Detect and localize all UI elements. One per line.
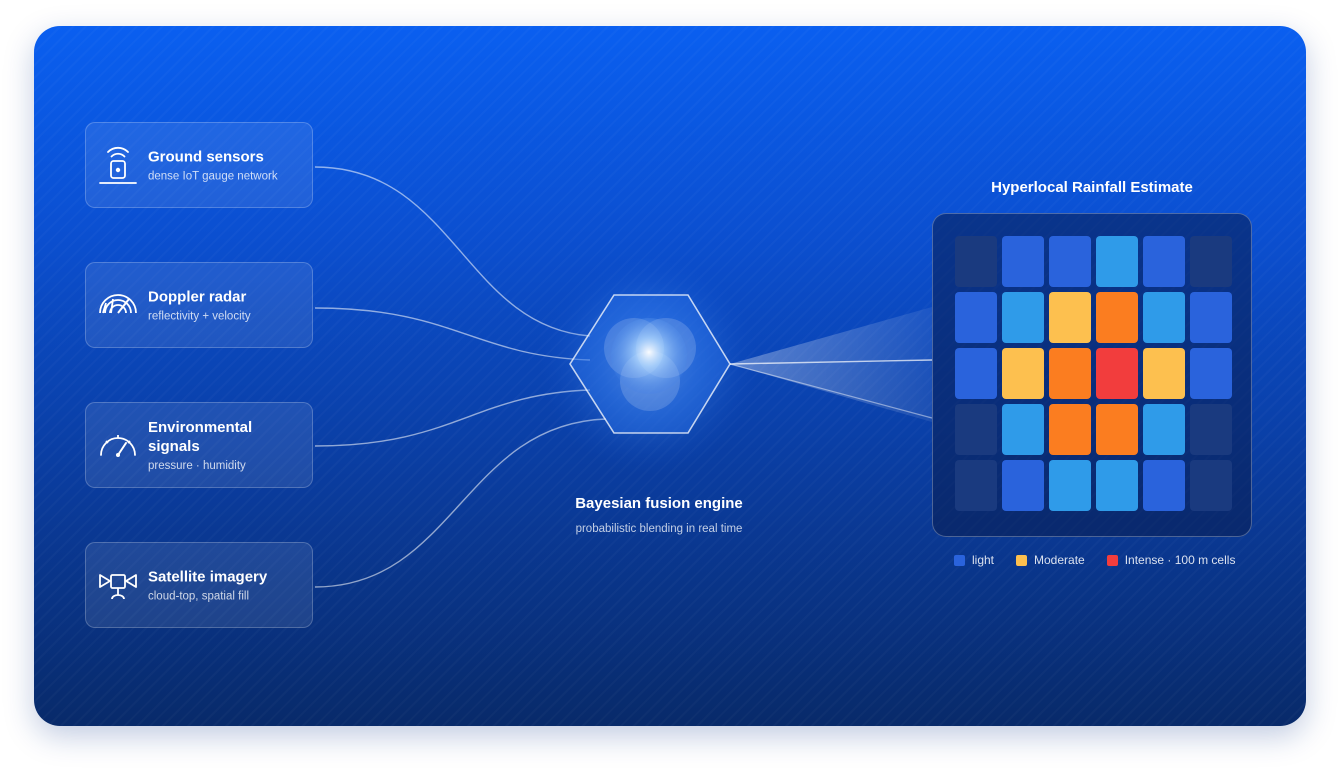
grid-cell <box>1049 348 1091 399</box>
grid-cell <box>1143 292 1185 343</box>
grid-cell <box>1143 460 1185 511</box>
engine-subtitle: probabilistic blending in real time <box>575 523 743 535</box>
legend-item-intense: Intense · 100 m cells <box>1106 553 1236 567</box>
source-card-doppler-radar: Doppler radar reflectivity + velocity <box>85 262 313 348</box>
grid-cell <box>1143 404 1185 455</box>
source-title: Satellite imagery <box>148 568 268 586</box>
grid-cell <box>1190 460 1232 511</box>
grid-cell <box>1049 236 1091 287</box>
legend-label: Moderate <box>1034 553 1085 567</box>
grid-cell <box>1096 460 1138 511</box>
connector-satellite <box>314 418 607 588</box>
grid-cell <box>955 292 997 343</box>
grid-cell <box>955 404 997 455</box>
diagram-panel: Ground sensors dense IoT gauge network D… <box>34 26 1306 726</box>
source-title: Environmental signals <box>148 419 253 455</box>
source-card-environmental-signals: Environmental signals pressure · humidit… <box>85 402 313 488</box>
grid-cell <box>1049 404 1091 455</box>
beam-lower-line <box>729 363 933 419</box>
source-card-satellite-imagery: Satellite imagery cloud-top, spatial fil… <box>85 542 313 628</box>
satellite-icon <box>99 574 137 600</box>
legend-item-light: light <box>954 553 994 567</box>
grid-cell <box>955 460 997 511</box>
rainfall-grid <box>932 213 1252 537</box>
gauge-icon <box>100 435 136 457</box>
radar-icon <box>99 294 137 314</box>
rainfall-cells <box>955 236 1232 511</box>
grid-cell <box>1143 236 1185 287</box>
beam-center-line <box>729 359 933 365</box>
connector-ground-sensors <box>314 166 591 337</box>
output-title: Hyperlocal Rainfall Estimate <box>991 179 1193 196</box>
grid-cell <box>1002 236 1044 287</box>
grid-cell <box>1190 292 1232 343</box>
grid-cell <box>1190 236 1232 287</box>
source-title: Doppler radar <box>148 288 247 306</box>
grid-cell <box>955 236 997 287</box>
source-subtitle: reflectivity + velocity <box>148 310 251 323</box>
legend-swatch <box>954 554 965 566</box>
source-subtitle: cloud-top, spatial fill <box>148 590 249 603</box>
legend-label: light <box>972 553 995 567</box>
fusion-engine-hexagon <box>569 294 731 434</box>
legend: light Moderate Intense · 100 m cells <box>954 553 1257 567</box>
grid-cell <box>1190 404 1232 455</box>
grid-cell <box>955 348 997 399</box>
grid-cell <box>1002 292 1044 343</box>
source-title: Ground sensors <box>148 148 264 166</box>
sensor-tower-icon <box>99 146 137 184</box>
legend-swatch <box>1106 554 1118 566</box>
grid-cell <box>1002 404 1044 455</box>
grid-cell <box>1096 404 1138 455</box>
source-subtitle: pressure · humidity <box>148 460 246 472</box>
legend-swatch <box>1016 554 1028 566</box>
grid-cell <box>1096 292 1138 343</box>
grid-cell <box>1049 292 1091 343</box>
grid-cell <box>1190 348 1232 399</box>
legend-item-moderate: Moderate <box>1016 553 1085 567</box>
grid-cell <box>1002 348 1044 399</box>
source-card-ground-sensors: Ground sensors dense IoT gauge network <box>85 122 313 208</box>
engine-title: Bayesian fusion engine <box>575 495 743 512</box>
flow-connectors <box>314 166 933 588</box>
output-beam <box>730 307 932 422</box>
grid-cell <box>1096 236 1138 287</box>
legend-label: Intense · 100 m cells <box>1124 553 1236 567</box>
grid-cell <box>1002 460 1044 511</box>
source-subtitle: dense IoT gauge network <box>148 170 278 183</box>
grid-cell <box>1049 460 1091 511</box>
grid-cell <box>1096 348 1138 399</box>
grid-cell <box>1143 348 1185 399</box>
